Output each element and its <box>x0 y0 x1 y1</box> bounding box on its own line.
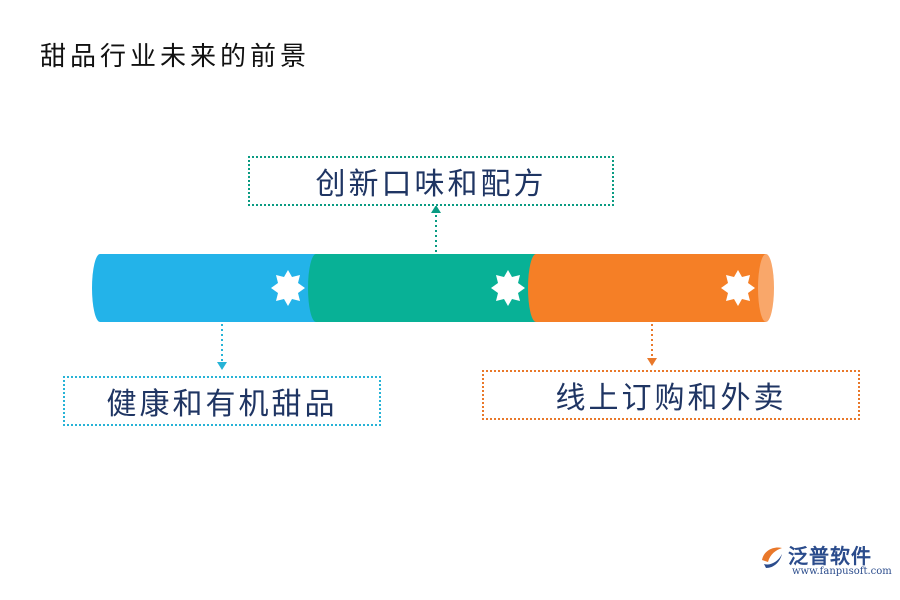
star-icon <box>491 270 525 306</box>
pipe-segment-orange <box>528 254 766 322</box>
star-icon <box>271 270 305 306</box>
page-title: 甜品行业未来的前景 <box>40 42 311 72</box>
logo-icon <box>762 547 782 568</box>
pipe-segment-blue <box>92 254 326 322</box>
pipe-end-cap <box>758 254 774 322</box>
arrow-up-icon <box>431 205 441 213</box>
logo-url: www.fanpusoft.com <box>792 566 892 577</box>
pipe-segment-green <box>308 254 546 322</box>
arrow-down-icon <box>647 358 657 366</box>
label-online: 线上订购和外卖 <box>482 370 860 420</box>
label-healthy: 健康和有机甜品 <box>63 376 381 426</box>
logo-brand-name: 泛普软件 <box>788 544 872 568</box>
star-icon <box>721 270 755 306</box>
arrow-down-icon <box>217 362 227 370</box>
label-innovation: 创新口味和配方 <box>248 156 614 206</box>
brand-logo: 泛普软件 www.fanpusoft.com <box>758 540 892 584</box>
